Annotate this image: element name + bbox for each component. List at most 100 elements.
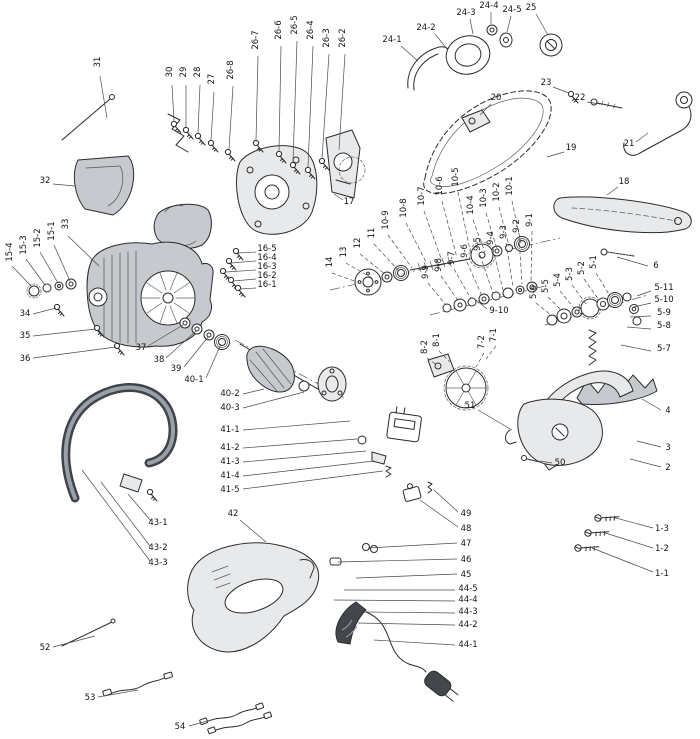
- part-label-5-1: 5-1: [589, 255, 611, 297]
- leader-line: [188, 718, 216, 727]
- leader-line: [427, 282, 447, 306]
- leader-line: [333, 193, 344, 201]
- part-label-22: 22: [575, 93, 601, 105]
- part-label-9-1: 9-1: [525, 213, 535, 282]
- part-number-text: 48: [461, 524, 472, 534]
- part-number-text: 16-2: [257, 271, 276, 281]
- part-label-31: 31: [93, 57, 108, 119]
- part-number-text: 5-10: [654, 295, 673, 305]
- part-label-53: 53: [85, 689, 139, 703]
- part-number-text: 9-2: [512, 219, 522, 233]
- leader-line: [641, 398, 662, 411]
- leader-line: [292, 40, 298, 163]
- part-number-text: 15-3: [19, 235, 29, 254]
- part-label-16-1: 16-1: [239, 280, 277, 290]
- part-label-6: 6: [616, 256, 659, 271]
- leader-line: [606, 186, 619, 196]
- part-label-5-7: 5-7: [620, 344, 671, 354]
- part-number-text: 10-4: [466, 195, 476, 214]
- leader-line: [586, 101, 601, 105]
- part-number-text: 27: [207, 74, 217, 85]
- part-number-text: 2: [665, 463, 670, 473]
- part-number-text: 17: [344, 197, 355, 207]
- part-label-9-9: 9-9: [421, 265, 447, 306]
- part-label-54: 54: [175, 718, 216, 732]
- part-label-35: 35: [20, 328, 97, 341]
- part-label-9-6: 9-6: [460, 244, 483, 297]
- leader-line: [359, 253, 387, 276]
- rear-handle-housing-drawing: [187, 542, 320, 653]
- leader-line: [583, 278, 600, 301]
- leader-line: [629, 315, 652, 318]
- leader-line: [11, 265, 33, 288]
- part-label-49: 49: [433, 489, 471, 519]
- part-label-50: 50: [539, 458, 565, 468]
- part-label-10-1: 10-1: [505, 176, 522, 244]
- part-number-text: 26-8: [226, 60, 236, 79]
- file-rod-drawing: [61, 618, 116, 647]
- leader-line: [571, 284, 587, 305]
- part-number-text: 26-4: [306, 20, 316, 39]
- part-label-8-1: 8-1: [432, 333, 451, 363]
- leader-line: [505, 242, 514, 288]
- oil-pump-drawing: [427, 353, 455, 378]
- part-number-text: 7-1: [489, 328, 499, 342]
- part-number-text: 10-3: [479, 188, 489, 207]
- part-label-27: 27: [207, 74, 217, 141]
- part-number-text: 24-2: [416, 23, 435, 33]
- part-number-text: 41-2: [220, 443, 239, 453]
- part-number-text: 8-2: [420, 340, 430, 354]
- part-number-text: 41-1: [220, 425, 239, 435]
- part-number-text: 16-3: [257, 262, 276, 272]
- part-number-text: 29: [179, 67, 189, 78]
- leader-line: [552, 86, 570, 94]
- part-label-24-3: 24-3: [456, 8, 476, 35]
- part-number-text: 43-1: [148, 518, 167, 528]
- leader-line: [559, 290, 575, 309]
- brush-rod-drawing: [61, 94, 115, 141]
- leader-line: [333, 599, 456, 602]
- part-label-11: 11: [367, 228, 400, 272]
- part-label-14: 14: [325, 257, 358, 283]
- part-label-12: 12: [353, 238, 387, 276]
- part-number-text: 13: [339, 247, 349, 258]
- part-number-text: 38: [154, 355, 165, 365]
- leader-line: [345, 262, 373, 279]
- leader-line: [620, 344, 652, 352]
- leader-line: [539, 460, 553, 464]
- leader-line: [633, 302, 652, 308]
- part-number-text: 10-5: [451, 167, 461, 186]
- leader-line: [147, 324, 184, 347]
- leader-line: [453, 268, 472, 300]
- leader-line: [338, 53, 346, 151]
- side-cover-drawing: [73, 155, 135, 216]
- leader-line: [441, 200, 458, 259]
- part-label-5-10: 5-10: [633, 295, 674, 308]
- part-label-7-2: 7-2: [475, 335, 487, 368]
- brush-holder-and-screws-drawing: [167, 113, 236, 162]
- part-label-4: 4: [641, 398, 671, 416]
- part-number-text: 44-4: [458, 595, 477, 605]
- leader-line: [307, 45, 314, 168]
- leader-line: [97, 689, 139, 698]
- part-number-text: 28: [193, 67, 203, 78]
- part-label-15-1: 15-1: [47, 221, 71, 282]
- leader-line: [363, 611, 456, 614]
- leader-line: [242, 388, 265, 395]
- leader-line: [52, 635, 96, 648]
- part-number-text: 5-3: [565, 267, 575, 281]
- sprocket-wheel-drawing: [443, 365, 489, 411]
- part-number-text: 16-5: [257, 244, 276, 254]
- leader-line: [337, 558, 458, 563]
- oil-tank-assembly-drawing: [407, 24, 623, 109]
- part-number-text: 15-1: [47, 221, 57, 240]
- leader-line: [547, 296, 563, 312]
- part-number-text: 44-3: [458, 607, 477, 617]
- leader-line: [237, 251, 257, 254]
- part-number-text: 26-3: [322, 28, 332, 47]
- part-label-5-5: 5-5: [541, 279, 563, 312]
- part-label-9-4: 9-4: [486, 231, 504, 291]
- part-label-8-2: 8-2: [420, 340, 439, 367]
- part-label-46: 46: [337, 555, 471, 565]
